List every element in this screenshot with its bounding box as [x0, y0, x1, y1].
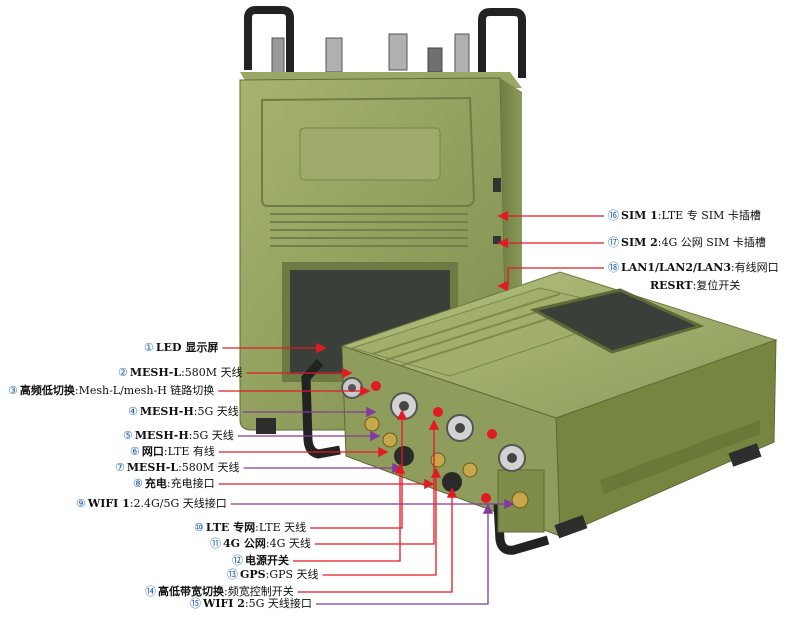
- callout-name: 电源开关: [245, 554, 289, 567]
- callout-name: WIFI 2: [203, 597, 245, 610]
- callout-desc: :LTE 有线: [163, 445, 215, 458]
- callout-number: ②: [118, 366, 128, 379]
- callout-name: LAN1/LAN2/LAN3: [621, 261, 731, 274]
- callout-number: ①: [144, 341, 154, 354]
- callout-name: 网口: [141, 445, 164, 458]
- callout-desc: :4G 天线: [265, 537, 311, 550]
- callout-number: ⑦: [115, 461, 125, 474]
- callout-number: ⑥: [130, 445, 140, 458]
- callout-name: GPS: [240, 568, 266, 581]
- callout-number: ⑨: [76, 497, 86, 510]
- callout-name: MESH-L: [129, 366, 182, 379]
- callout-number: ⑤: [123, 429, 133, 442]
- callout-desc: :2.4G/5G 天线接口: [129, 497, 227, 510]
- callout-name: 高频低切换: [19, 384, 75, 397]
- callout-desc: :Mesh-L/mesh-H 链路切换: [74, 384, 215, 397]
- callout-name: 高低带宽切换: [158, 585, 224, 598]
- callout-name: WIFI 1: [87, 497, 130, 510]
- callout-number: ⑬: [227, 568, 238, 581]
- callout-name: SIM 2: [621, 236, 658, 249]
- callout-desc: :5G 天线: [188, 429, 234, 442]
- callout-number: ⑮: [190, 597, 201, 610]
- callout-number: ⑭: [145, 585, 156, 598]
- callout-desc: :580M 天线: [181, 366, 243, 379]
- callout-name: LED 显示屏: [155, 341, 219, 354]
- callout-name: MESH-H: [134, 429, 189, 442]
- callout-number: ⑰: [608, 236, 619, 249]
- callout-desc: :频宽控制开关: [224, 585, 294, 598]
- callout-desc: :有线网口: [730, 261, 779, 274]
- callout-desc: :LTE 专 SIM 卡插槽: [657, 209, 761, 222]
- callout-lines: [218, 210, 604, 605]
- callout-line-15: [315, 503, 494, 605]
- callout-name: 充电: [144, 477, 167, 490]
- callout-right-label-19: RESRT:复位开关: [650, 279, 740, 293]
- callout-line-13: [322, 467, 442, 576]
- callout-number: ⑫: [232, 554, 243, 567]
- callout-line-11: [314, 419, 440, 545]
- callout-desc: :GPS 天线: [265, 568, 319, 581]
- callout-name: RESRT: [650, 279, 693, 292]
- callout-name: LTE 专网: [205, 521, 256, 534]
- callout-right-line-18: [497, 267, 604, 292]
- callout-number: ⑧: [133, 477, 143, 490]
- callout-number: ⑱: [608, 261, 619, 274]
- callout-number: ⑯: [608, 209, 619, 222]
- callout-line-10: [310, 409, 408, 529]
- callout-desc: :580M 天线: [178, 461, 240, 474]
- callout-name: 4G 公网: [223, 537, 266, 550]
- callout-name: MESH-L: [126, 461, 179, 474]
- callout-number: ④: [128, 405, 138, 418]
- callout-name: SIM 1: [621, 209, 658, 222]
- callout-desc: :充电接口: [166, 477, 215, 490]
- callout-number: ⑩: [194, 521, 204, 534]
- callout-line-12: [293, 463, 406, 562]
- front-unit: [301, 271, 778, 555]
- callout-desc: :5G 天线接口: [244, 597, 312, 610]
- callout-number: ③: [8, 384, 18, 397]
- callout-name: MESH-H: [139, 405, 194, 418]
- callout-desc: :4G 公网 SIM 卡插槽: [657, 236, 766, 249]
- callout-number: ⑪: [210, 537, 221, 550]
- callout-line-14: [297, 487, 458, 593]
- callout-desc: :复位开关: [692, 279, 741, 292]
- callout-desc: :5G 天线: [193, 405, 239, 418]
- callout-desc: :LTE 天线: [255, 521, 307, 534]
